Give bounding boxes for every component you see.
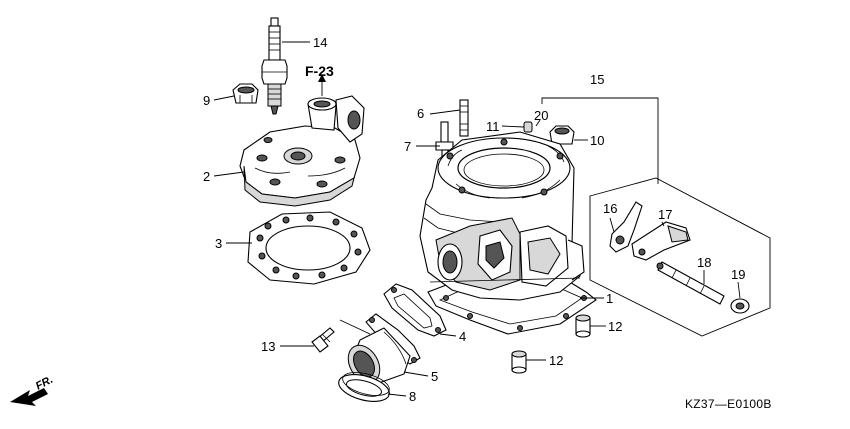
leader-lines (213, 41, 741, 397)
callout-18: 18 (697, 255, 711, 270)
reference-arrow (318, 74, 326, 96)
front-direction-arrow (10, 388, 48, 406)
oil-seal-19 (730, 298, 750, 314)
collar-upper (575, 314, 591, 338)
stud-bolt (459, 99, 469, 137)
callout-19: 19 (731, 267, 745, 282)
callout-12-lower: 12 (549, 353, 563, 368)
callout-1: 1 (606, 291, 613, 306)
cylinder-head (239, 95, 365, 207)
callout-12-upper: 12 (608, 319, 622, 334)
callout-6: 6 (417, 106, 424, 121)
head-nut (232, 83, 259, 104)
spark-plug (261, 17, 288, 115)
intake-bolt (311, 327, 335, 353)
callout-labels: 14 F-23 9 2 3 6 7 11 20 10 15 1 12 12 4 … (34, 35, 772, 411)
intake-pipe (347, 313, 421, 385)
front-direction-label: FR. (34, 374, 55, 393)
callout-20: 20 (534, 108, 548, 123)
callout-15: 15 (590, 72, 604, 87)
dowel-pin (523, 121, 533, 133)
callout-14: 14 (313, 35, 327, 50)
callout-5: 5 (431, 369, 438, 384)
intake-band (338, 372, 390, 402)
callout-3: 3 (215, 236, 222, 251)
callout-2: 2 (203, 169, 210, 184)
callout-8: 8 (409, 389, 416, 404)
callout-7: 7 (404, 139, 411, 154)
cylinder-nut (549, 125, 575, 145)
valve-holder-17 (631, 221, 691, 261)
callout-16: 16 (603, 201, 617, 216)
callout-17: 17 (658, 207, 672, 222)
valve-lever-16 (609, 201, 643, 253)
cylinder (419, 131, 597, 335)
intake-gasket (383, 283, 447, 337)
callout-11: 11 (486, 119, 500, 134)
head-gasket (247, 211, 371, 285)
callout-10: 10 (590, 133, 604, 148)
callout-4: 4 (459, 329, 466, 344)
callout-13: 13 (261, 339, 275, 354)
valve-shaft-18 (656, 261, 725, 305)
callout-9: 9 (203, 93, 210, 108)
reference-label: F-23 (305, 63, 334, 79)
collar-lower (511, 350, 527, 374)
drawing-code: KZ37—E0100B (685, 397, 772, 411)
